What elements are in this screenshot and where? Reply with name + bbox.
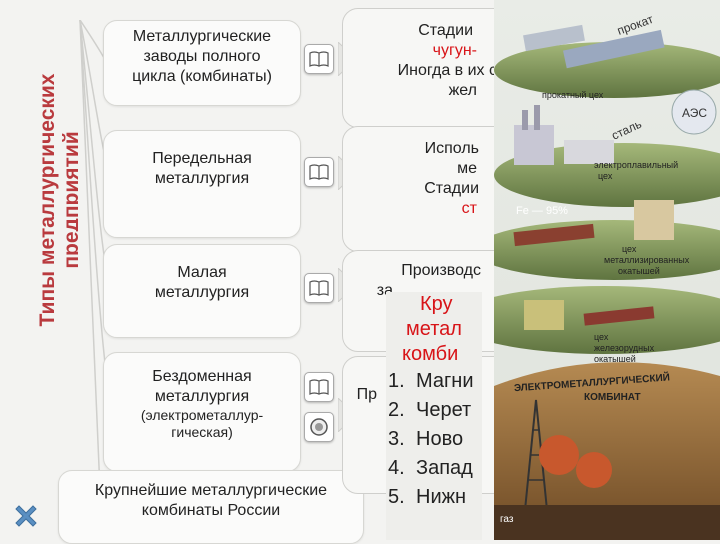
popup-title-line: Кру xyxy=(420,293,453,315)
type-card-sublabel: (электрометаллур- xyxy=(140,407,264,423)
label-fe: Fe — 95% xyxy=(516,205,568,217)
description-line: Стадии xyxy=(424,180,479,197)
description-line: ст xyxy=(461,200,477,217)
bottom-card-label: комбинаты России xyxy=(141,502,281,519)
label-iron-ore-2: железорудных xyxy=(594,343,655,353)
popup-list-item[interactable]: 4.Запад xyxy=(388,457,473,479)
book-icon[interactable] xyxy=(304,372,334,402)
popup-title-line: метал xyxy=(406,318,462,340)
description-line: Стадии xyxy=(418,22,473,39)
label-combine-2: КОМБИНАТ xyxy=(584,392,641,403)
camera-icon[interactable] xyxy=(304,412,334,442)
popup-list-item[interactable]: 2.Черет xyxy=(388,399,472,421)
type-card-label: Передельная xyxy=(152,150,252,167)
type-card-label: Малая xyxy=(177,264,227,281)
popup-list-item[interactable]: 3.Ново xyxy=(388,428,464,450)
description-line: чугун- xyxy=(432,42,477,59)
bottom-card-label: Крупнейшие металлургические xyxy=(94,482,328,499)
popup-title-line: комби xyxy=(402,343,459,365)
type-card-conversion[interactable]: Передельная металлургия xyxy=(103,130,301,238)
type-card-small[interactable]: Малая металлургия xyxy=(103,244,301,338)
type-card-label: металлургия xyxy=(154,170,250,187)
electrometallurgical-plant-illustration: прокат прокатный цех сталь АЭС электропл… xyxy=(494,0,720,540)
type-card-largest-plants[interactable]: Крупнейшие металлургические комбинаты Ро… xyxy=(58,470,364,544)
close-icon[interactable] xyxy=(10,500,42,532)
description-line: Производс xyxy=(401,262,481,279)
label-metallized-3: окатышей xyxy=(618,266,660,276)
type-card-label: заводы полного xyxy=(143,48,261,65)
popup-list-item[interactable]: 5.Нижн xyxy=(388,486,467,508)
popup-background xyxy=(386,292,482,540)
type-card-label: цикла (комбинаты) xyxy=(132,68,272,85)
book-icon[interactable] xyxy=(304,44,334,74)
description-line: жел xyxy=(448,82,477,99)
type-card-label: Бездоменная xyxy=(152,368,252,385)
label-electro-shop-1: электроплавильный xyxy=(594,160,678,170)
label-iron-ore-3: окатышей xyxy=(594,354,636,364)
side-title-line-2: предприятий xyxy=(60,131,78,268)
description-line: Исполь xyxy=(424,140,479,157)
description-line: ме xyxy=(457,160,477,177)
side-title-line-1: Типы металлургических xyxy=(36,73,59,326)
type-card-label: металлургия xyxy=(154,388,250,405)
label-iron-ore-1: цех xyxy=(594,332,609,342)
label-gas: газ xyxy=(500,514,514,525)
label-prokat-shop: прокатный цех xyxy=(542,90,604,100)
description-line: Иногда в их с xyxy=(397,62,497,79)
book-icon[interactable] xyxy=(304,273,334,303)
type-card-sublabel: гическая) xyxy=(171,424,233,440)
type-card-full-cycle[interactable]: Металлургические заводы полного цикла (к… xyxy=(103,20,301,106)
label-metallized-2: металлизированных xyxy=(604,255,690,265)
largest-plants-popup: Кру метал комби 1.Магни 2.Черет 3.Ново 4… xyxy=(374,292,494,537)
book-icon[interactable] xyxy=(304,157,334,187)
popup-list-item[interactable]: 1.Магни xyxy=(388,370,474,392)
label-metallized-1: цех xyxy=(622,244,637,254)
type-card-label: Металлургические xyxy=(132,28,272,45)
label-aes: АЭС xyxy=(682,106,707,120)
side-title: Типы металлургических предприятий xyxy=(8,40,83,360)
description-line: Пр xyxy=(356,386,377,403)
type-card-label: металлургия xyxy=(154,284,250,301)
label-electro-shop-2: цех xyxy=(598,171,613,181)
type-card-non-blast[interactable]: Бездоменная металлургия (электрометаллур… xyxy=(103,352,301,472)
